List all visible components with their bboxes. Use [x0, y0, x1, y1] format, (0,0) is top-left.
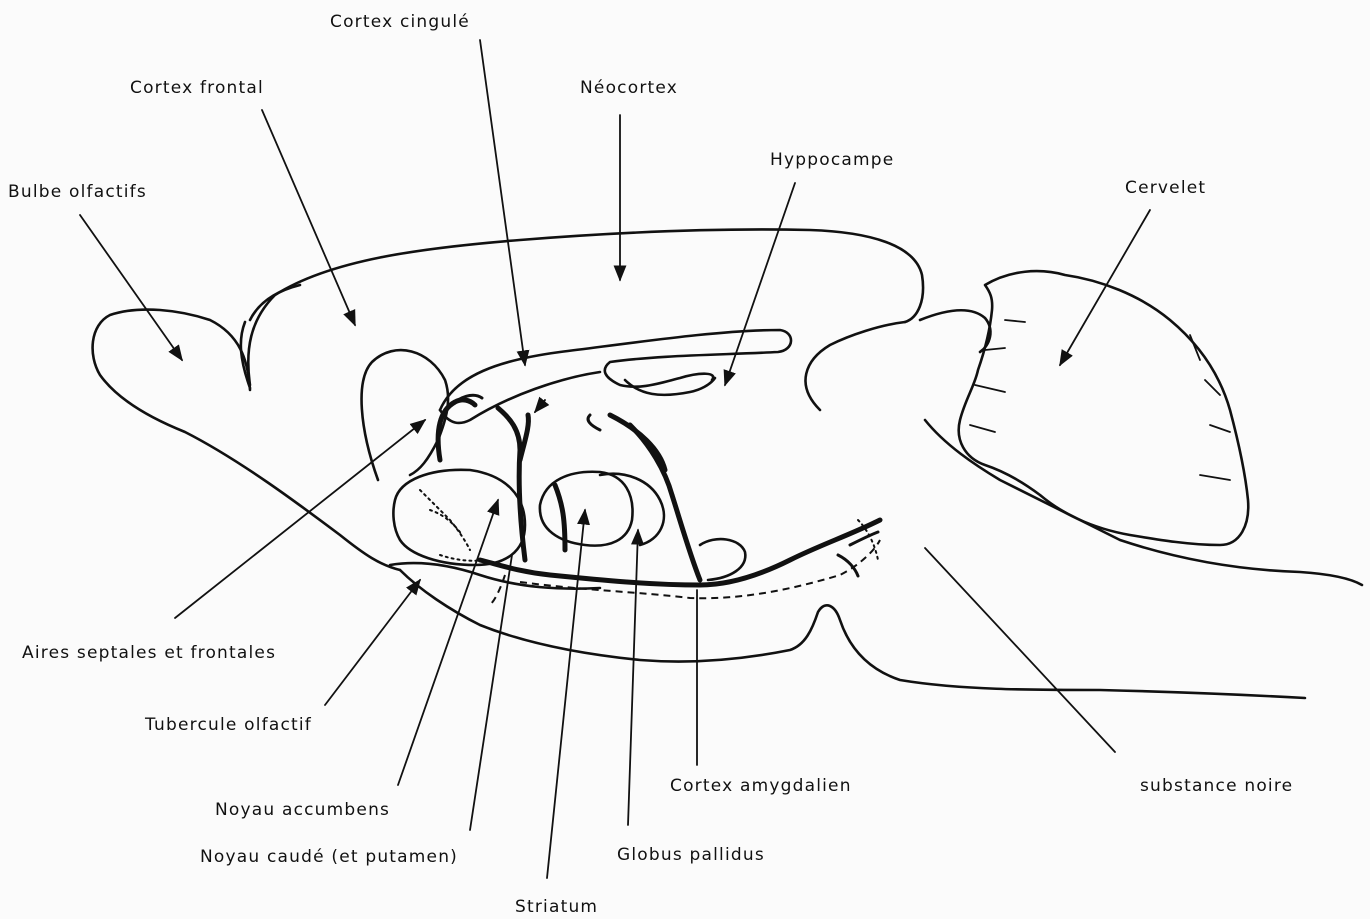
label-globus-pallidus: Globus pallidus: [617, 845, 765, 865]
label-tubercule-olfactif: Tubercule olfactif: [144, 715, 312, 735]
dopamine-tracts: [438, 395, 880, 585]
label-substance-noire: substance noire: [1140, 776, 1293, 796]
label-cortex-frontal: Cortex frontal: [130, 78, 264, 98]
amygdala-oval: [700, 539, 745, 580]
label-bulbe-olfactifs: Bulbe olfactifs: [8, 182, 147, 202]
label-hyppocampe: Hyppocampe: [770, 150, 894, 170]
label-neocortex: Néocortex: [580, 78, 678, 98]
labels: Cortex cingulé Cortex frontal Néocortex …: [8, 12, 1293, 917]
brain-outline: [93, 229, 1362, 698]
cerebellum-shape: [959, 271, 1249, 545]
label-cortex-cingule: Cortex cingulé: [330, 12, 470, 32]
label-striatum: Striatum: [515, 897, 598, 917]
dashed-projections: [420, 490, 880, 605]
accumbens-oval: [393, 470, 525, 565]
label-aires-septales: Aires septales et frontales: [22, 643, 276, 663]
label-cervelet: Cervelet: [1125, 178, 1206, 198]
label-noyau-accumbens: Noyau accumbens: [215, 800, 390, 820]
leader-arrows: [80, 40, 1150, 878]
label-noyau-caude: Noyau caudé (et putamen): [200, 847, 458, 867]
label-cortex-amygdalien: Cortex amygdalien: [670, 776, 852, 796]
